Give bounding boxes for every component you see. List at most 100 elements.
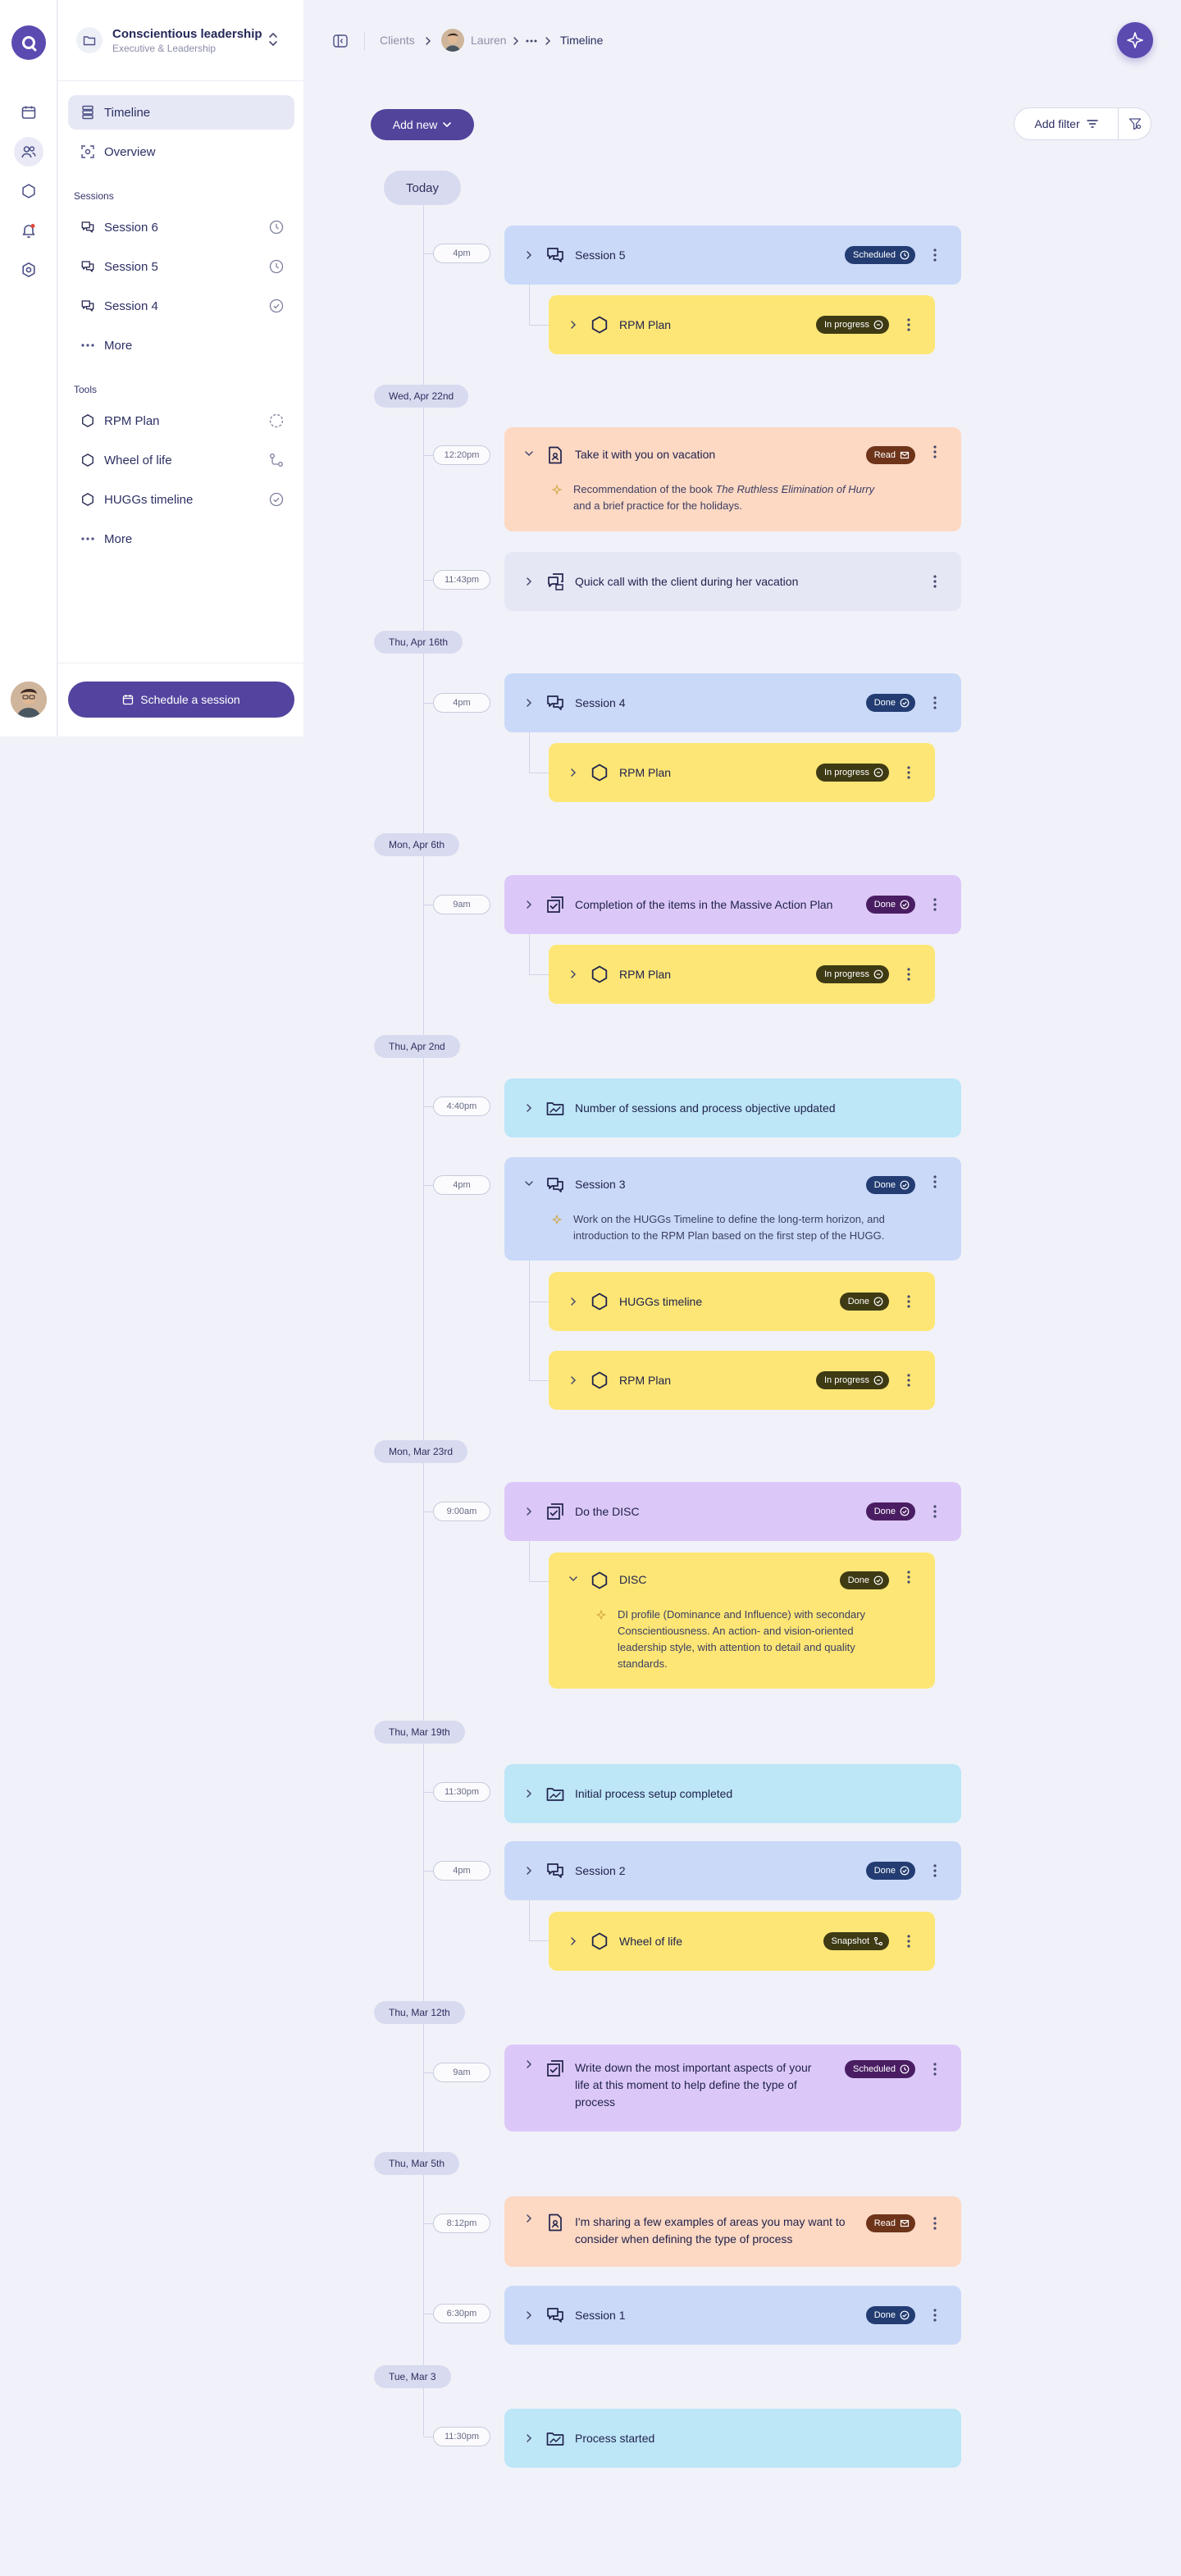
timeline-card-resource[interactable]: I'm sharing a few examples of areas you … [504,2196,961,2267]
breadcrumb-overflow-icon[interactable] [526,39,537,43]
settings-gear-icon[interactable] [14,255,43,285]
milestone-folder-icon [545,2428,565,2448]
client-avatar[interactable] [441,29,464,52]
more-options-icon[interactable] [933,696,937,709]
breadcrumb-client[interactable]: Lauren [471,34,507,47]
more-options-icon[interactable] [933,1505,937,1518]
nav-overview[interactable]: Overview [68,134,294,169]
timeline-card-resource[interactable]: Take it with you on vacation Read Recomm… [504,427,961,531]
chevron-right-icon [524,698,534,708]
timeline-card-tool[interactable]: Wheel of life Snapshot [549,1912,935,1971]
timeline-card-tool[interactable]: RPM Plan In progress [549,1351,935,1410]
timeline-card-tool[interactable]: RPM Plan In progress [549,295,935,354]
more-options-icon[interactable] [907,1374,910,1387]
project-switcher[interactable]: Conscientious leadership Executive & Lea… [76,20,294,61]
sidebar-tool-huggs-timeline[interactable]: HUGGs timeline [68,482,294,517]
timeline-card-session[interactable]: Session 4 Done [504,673,961,732]
nest-line [529,1261,530,1380]
nav-timeline[interactable]: Timeline [68,95,294,130]
schedule-session-button[interactable]: Schedule a session [68,682,294,718]
more-options-icon[interactable] [933,1175,937,1188]
filter-settings-icon[interactable] [1119,107,1151,140]
timeline-card-task[interactable]: Completion of the items in the Massive A… [504,875,961,934]
timeline-card-session[interactable]: Session 5 Scheduled [504,226,961,285]
sessions-heading: Sessions [74,190,114,202]
timeline-card-task[interactable]: Write down the most important aspects of… [504,2045,961,2131]
sidebar-tool-wheel-of-life[interactable]: Wheel of life [68,443,294,477]
sessions-more[interactable]: More [68,328,294,362]
more-options-icon[interactable] [933,248,937,262]
more-options-icon[interactable] [907,1295,910,1308]
chevron-down-icon [568,1574,578,1584]
ai-assistant-sparkle-icon[interactable] [1117,22,1153,58]
nest-line [529,285,530,326]
timeline-card-call[interactable]: Quick call with the client during her va… [504,552,961,611]
timeline-card-milestone[interactable]: Initial process setup completed [504,1764,961,1823]
check-icon [900,1507,910,1516]
card-description: Work on the HUGGs Timeline to define the… [573,1213,885,1242]
more-options-icon[interactable] [933,575,937,588]
tools-more[interactable]: More [68,522,294,556]
tool-hexagon-icon [590,1370,609,1390]
more-options-icon[interactable] [933,445,937,458]
sidebar-session-4[interactable]: Session 4 [68,289,294,323]
timeline-card-session[interactable]: Session 1 Done [504,2286,961,2345]
calendar-icon[interactable] [14,98,43,127]
sidebar-tool-rpm-plan[interactable]: RPM Plan [68,403,294,438]
more-options-icon[interactable] [933,1864,937,1877]
tool-hexagon-icon [590,1571,609,1590]
status-badge: Scheduled [845,2060,915,2078]
timeline-card-tool[interactable]: RPM Plan In progress [549,945,935,1004]
more-options-icon[interactable] [907,1935,910,1948]
chevron-right-icon [511,36,521,46]
more-options-icon[interactable] [907,318,910,331]
timeline-card-tool[interactable]: DISC Done DI profile (Dominance and Infl… [549,1552,935,1689]
timeline-card-session[interactable]: Session 3 Done Work on the HUGGs Timelin… [504,1157,961,1261]
time-tick [423,253,433,254]
sidebar-session-6[interactable]: Session 6 [68,210,294,244]
date-label: Wed, Apr 22nd [374,385,469,408]
more-options-icon[interactable] [907,766,910,779]
more-options-icon[interactable] [933,2063,937,2076]
more-options-icon[interactable] [933,898,937,911]
task-check-icon [545,2059,565,2078]
status-badge: Read [865,2214,915,2232]
schedule-label: Schedule a session [140,693,240,706]
clients-icon[interactable] [14,137,43,166]
document-icon [545,2213,565,2232]
time-label: 9am [433,2063,490,2082]
check-icon [900,698,910,708]
chevron-updown-icon[interactable] [267,31,279,48]
more-options-icon[interactable] [907,1571,910,1584]
nest-line [529,934,530,975]
more-options-icon[interactable] [907,968,910,981]
sidebar: Conscientious leadership Executive & Lea… [58,0,303,736]
time-tick [423,580,433,581]
timeline-card-task[interactable]: Do the DISC Done [504,1482,961,1541]
chevron-right-icon [568,969,578,979]
time-label: 11:43pm [433,570,490,590]
add-filter-button[interactable]: Add filter [1014,107,1119,140]
card-title: Session 4 [575,696,626,709]
project-subtitle: Executive & Leadership [112,42,217,54]
tools-hexagon-icon[interactable] [14,176,43,206]
time-tick [423,1871,433,1872]
timeline-card-milestone[interactable]: Process started [504,2409,961,2468]
more-options-icon[interactable] [933,2309,937,2322]
collapse-sidebar-icon[interactable] [331,32,350,50]
status-badge: Done [839,1293,889,1311]
today-marker: Today [384,171,461,205]
more-options-icon[interactable] [933,2217,937,2230]
status-badge: Snapshot [823,1932,889,1950]
card-title: Session 2 [575,1864,626,1877]
timeline-card-tool[interactable]: RPM Plan In progress [549,743,935,802]
notifications-bell-icon[interactable] [14,216,43,245]
timeline-card-session[interactable]: Session 2 Done [504,1841,961,1900]
breadcrumb-clients[interactable]: Clients [380,34,415,47]
add-new-button[interactable]: Add new [371,109,474,140]
user-avatar[interactable] [11,682,47,718]
sidebar-session-5[interactable]: Session 5 [68,249,294,284]
app-logo[interactable] [11,25,46,60]
timeline-card-milestone[interactable]: Number of sessions and process objective… [504,1078,961,1138]
timeline-card-tool[interactable]: HUGGs timeline Done [549,1272,935,1331]
